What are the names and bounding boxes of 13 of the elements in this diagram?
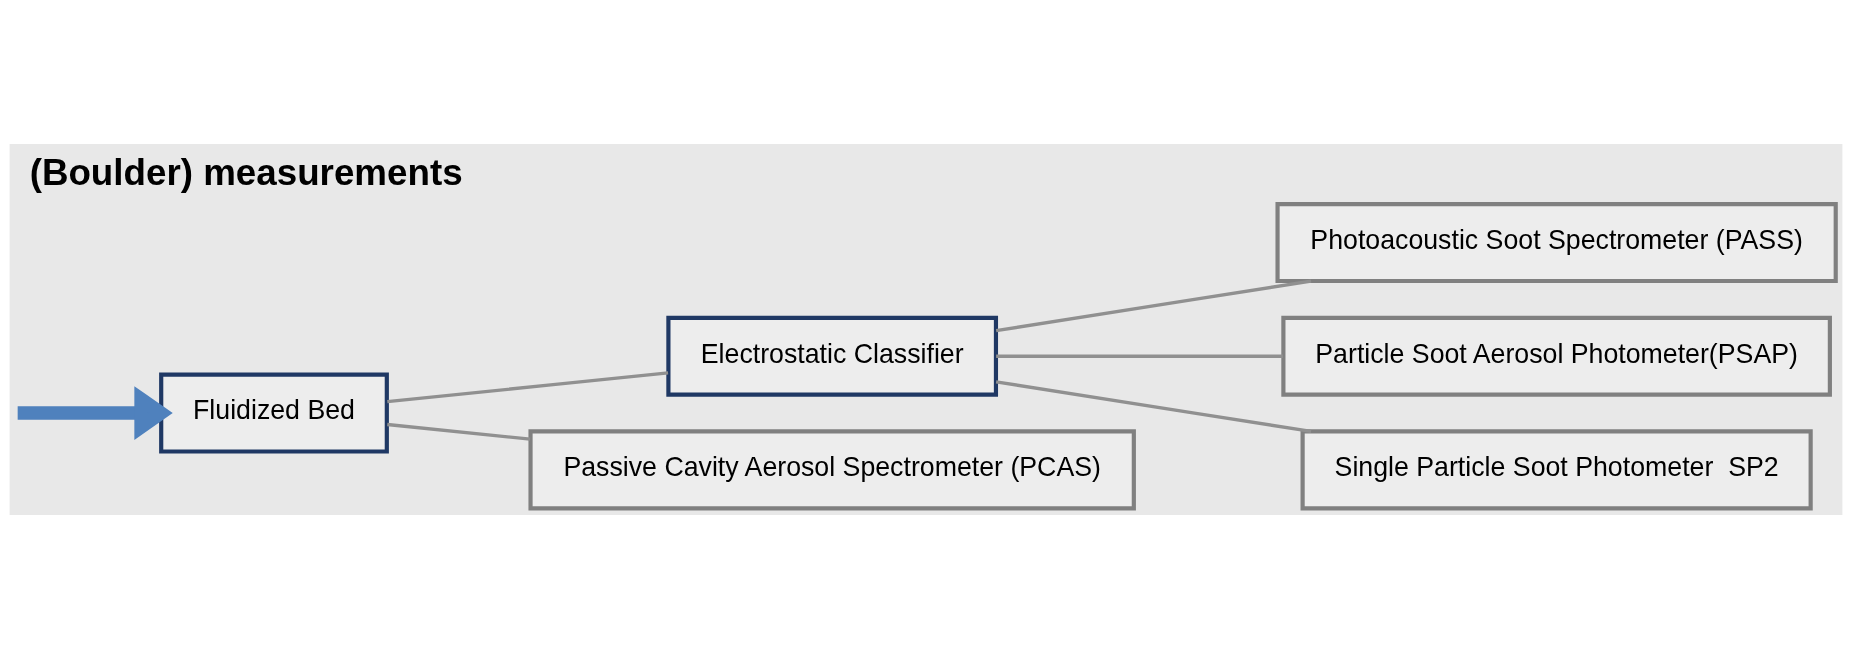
connector <box>387 370 669 403</box>
node-box: Passive Cavity Aerosol Spectrometer (PCAS) <box>528 428 1136 510</box>
connector <box>995 379 1312 433</box>
connector <box>387 422 531 441</box>
connector <box>996 354 1283 358</box>
node-box: Photoacoustic Soot Spectrometer (PASS) <box>1275 201 1838 283</box>
node-box: Single Particle Soot Photometer SP2 <box>1300 428 1813 510</box>
node-box: Fluidized Bed <box>159 372 389 454</box>
node-box: Particle Soot Aerosol Photometer(PSAP) <box>1281 315 1832 397</box>
diagram-title: (Boulder) measurements <box>29 151 463 193</box>
node-box: Electrostatic Classifier <box>666 315 999 397</box>
arrow <box>17 385 173 440</box>
connector <box>995 278 1312 332</box>
